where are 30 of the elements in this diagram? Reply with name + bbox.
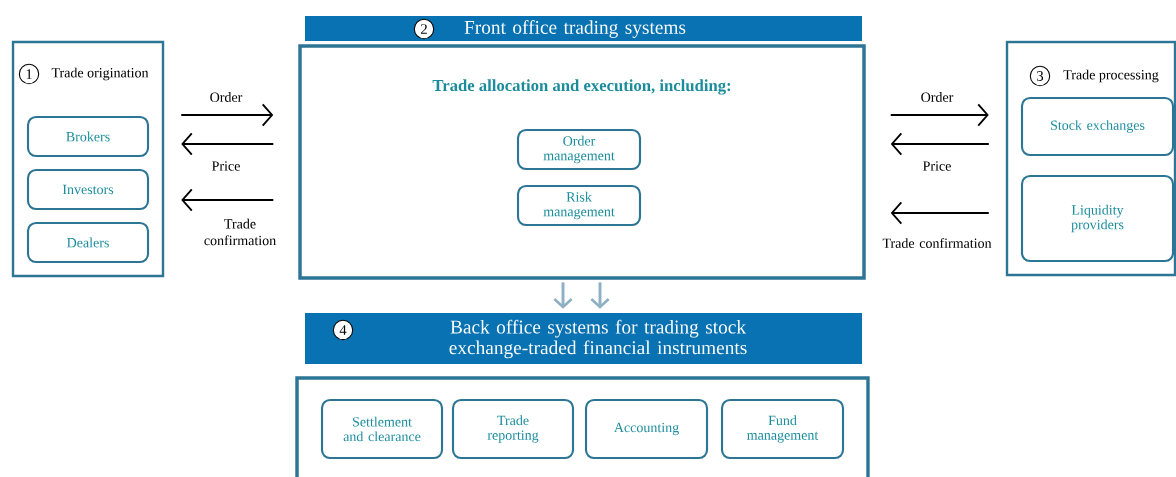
circled-number: 4 <box>332 319 354 341</box>
arrow <box>181 132 275 156</box>
rounded-box: Fund management <box>720 398 845 460</box>
circled-number: 1 <box>18 63 40 85</box>
edge-label: Trade confirmation <box>882 238 992 248</box>
arrow <box>180 103 274 127</box>
rounded-box: Risk management <box>516 184 642 227</box>
edge-label: Order <box>921 92 954 102</box>
rounded-box: Settlement and clearance <box>320 398 444 460</box>
rounded-box: Order management <box>516 128 642 171</box>
arrow <box>181 188 275 212</box>
edge-label: Order <box>210 92 243 102</box>
arrow <box>889 103 989 127</box>
edge-label: Price <box>923 161 951 171</box>
rounded-box: Accounting <box>584 398 709 460</box>
circled-number: 2 <box>413 18 435 40</box>
panel <box>295 376 870 477</box>
edge-label: Price <box>212 161 240 171</box>
rounded-box: Stock exchanges <box>1020 96 1175 157</box>
arrow <box>553 282 573 309</box>
arrow <box>890 201 990 225</box>
edge-label: Trade confirmation <box>204 218 276 246</box>
arrow <box>590 282 610 309</box>
circled-number: 3 <box>1029 65 1051 87</box>
rounded-box: Brokers <box>26 115 150 158</box>
rounded-box: Trade reporting <box>451 398 575 460</box>
rounded-box: Dealers <box>26 221 150 264</box>
arrow <box>890 132 990 156</box>
rounded-box: Investors <box>26 168 150 211</box>
rounded-box: Liquidity providers <box>1020 174 1175 263</box>
